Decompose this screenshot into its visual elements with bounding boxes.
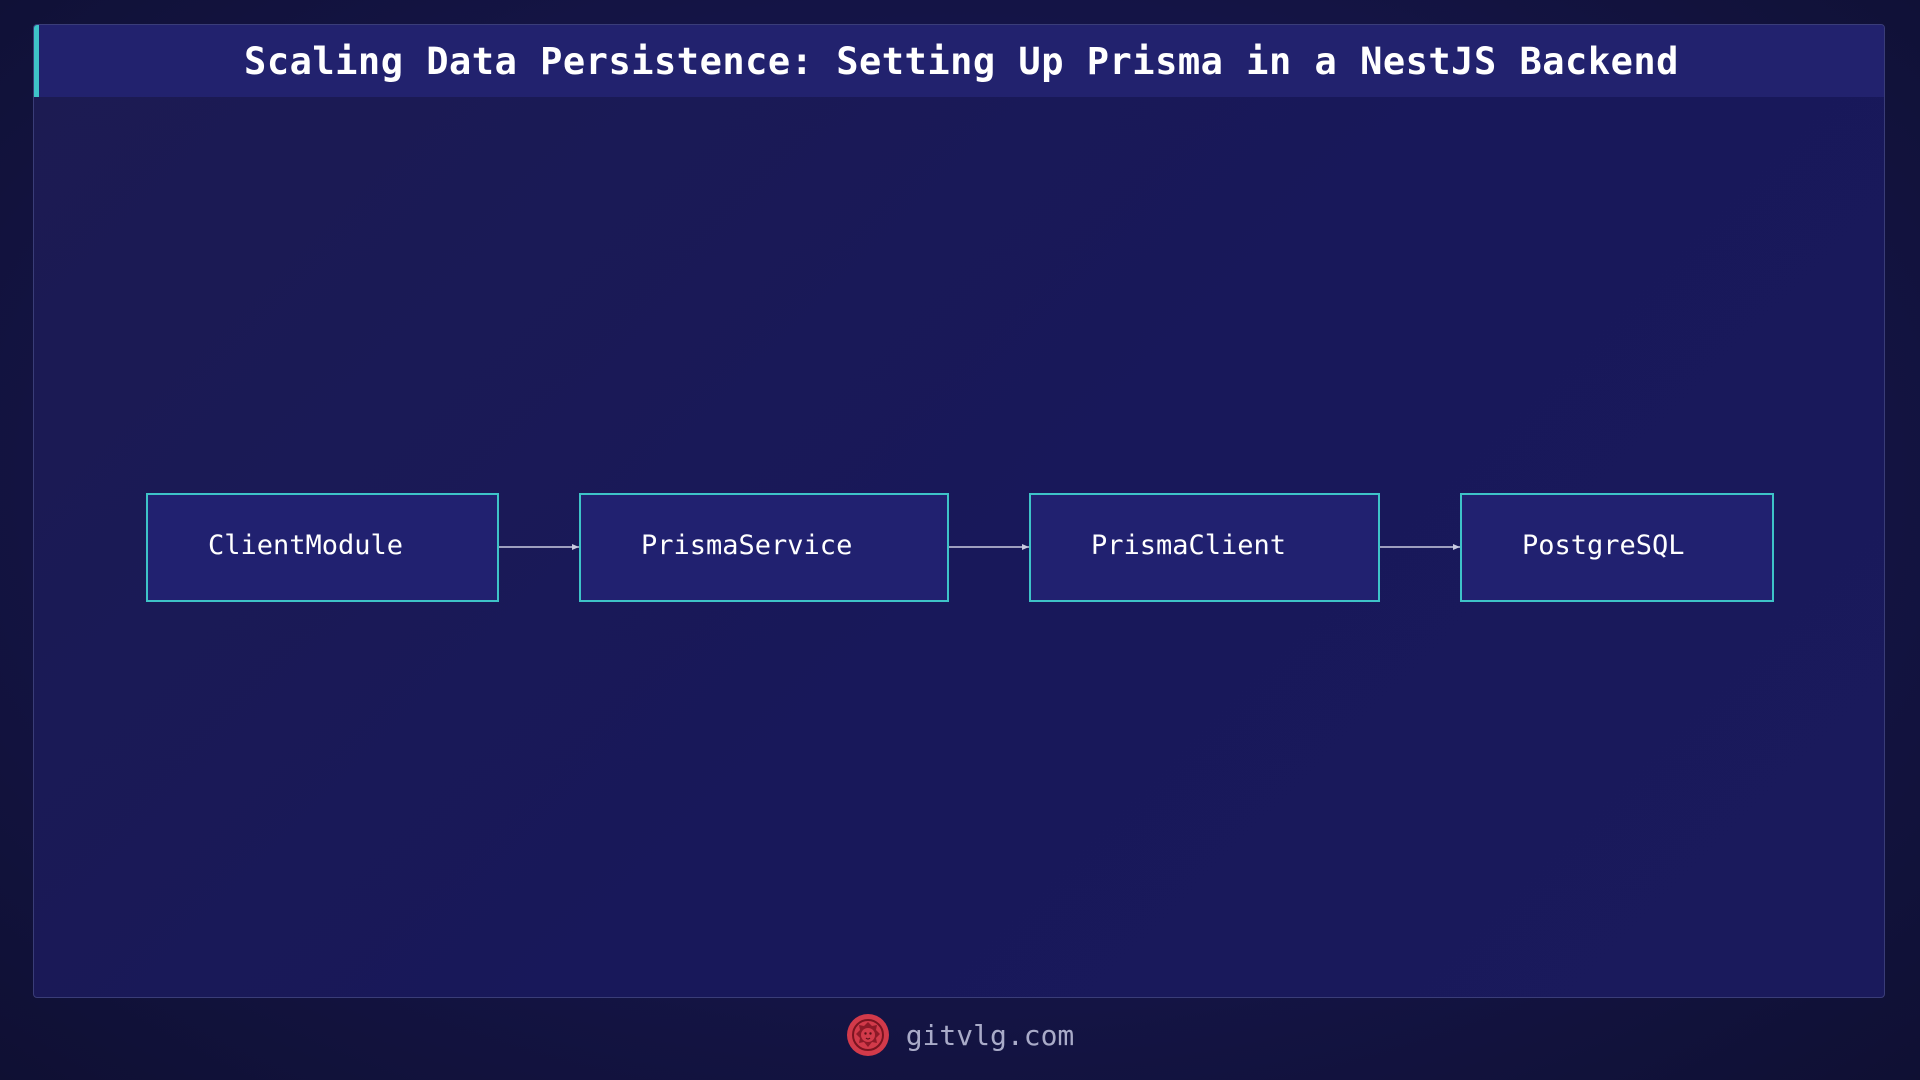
node-client-module: ClientModule	[146, 493, 499, 602]
node-prisma-client: PrismaClient	[1029, 493, 1380, 602]
diagram-panel: Scaling Data Persistence: Setting Up Pri…	[33, 24, 1885, 998]
title-bar: Scaling Data Persistence: Setting Up Pri…	[34, 25, 1884, 97]
flow-diagram	[499, 544, 1460, 550]
node-prisma-service: PrismaService	[579, 493, 949, 602]
lion-logo-icon	[846, 1014, 889, 1056]
node-postgresql: PostgreSQL	[1460, 493, 1774, 602]
page-title: Scaling Data Persistence: Setting Up Pri…	[244, 39, 1679, 83]
site-url[interactable]: gitvlg.com	[905, 1018, 1075, 1052]
footer: gitvlg.com	[0, 1010, 1920, 1060]
